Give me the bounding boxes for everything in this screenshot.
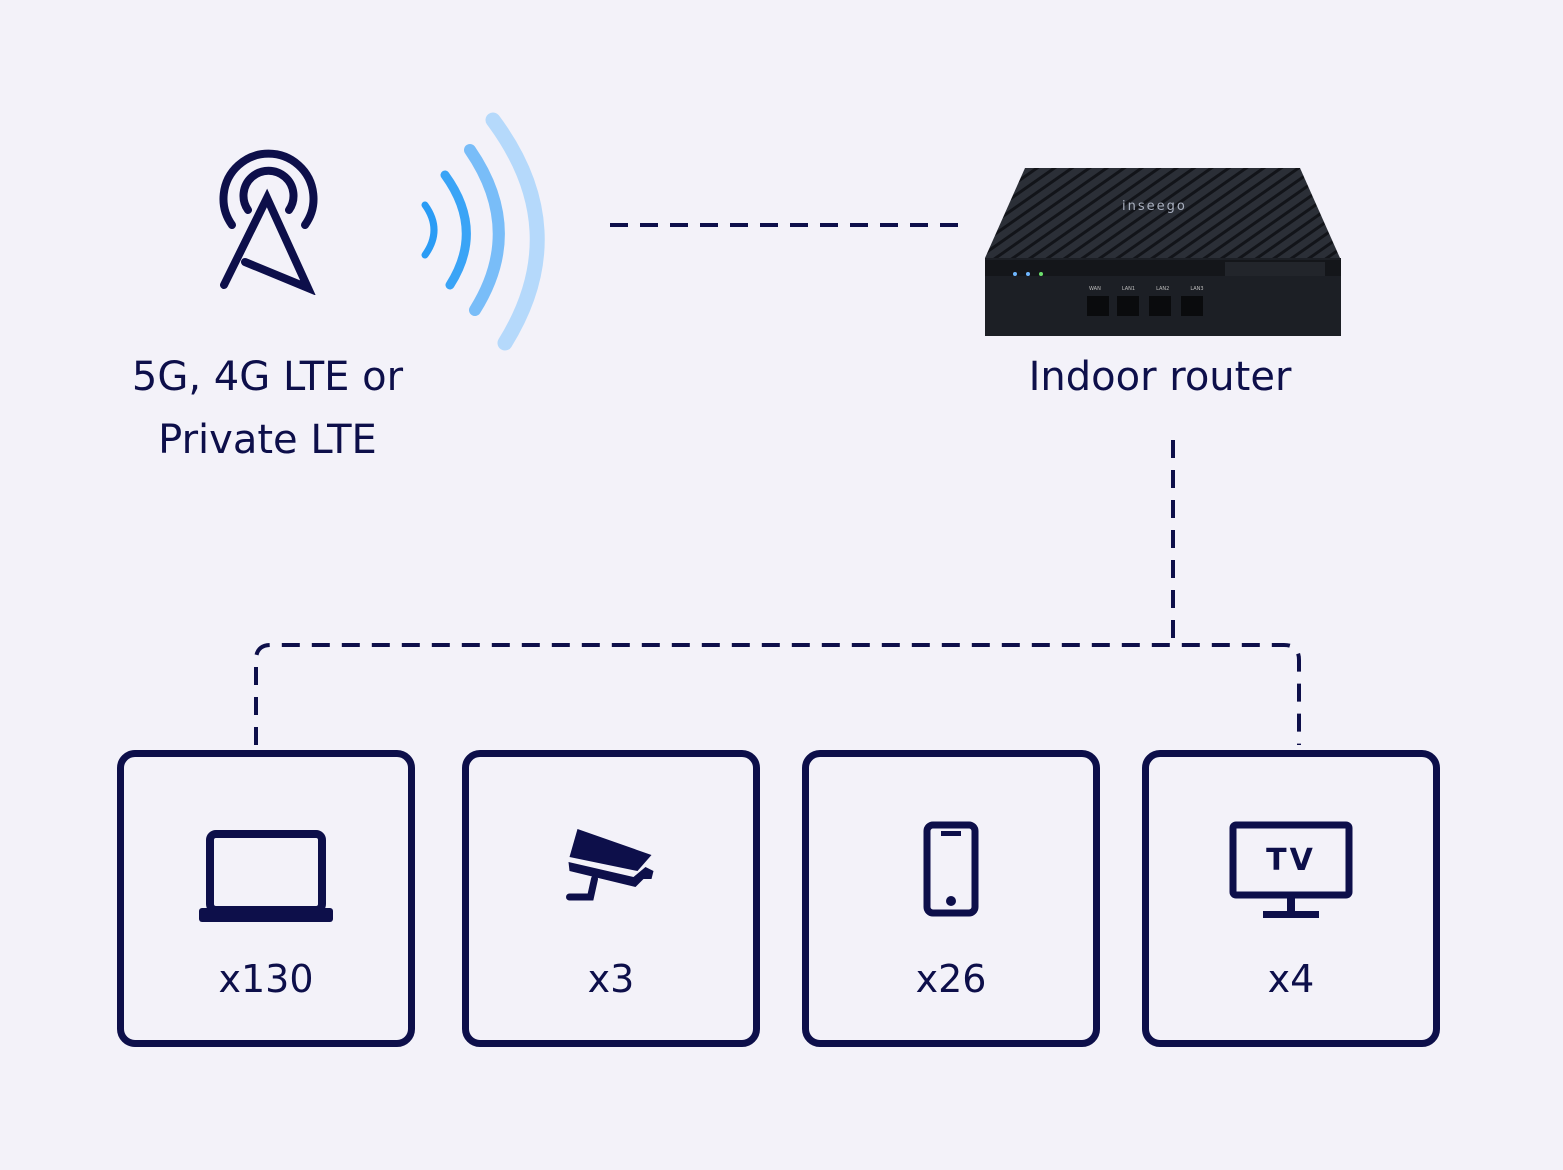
device-count: x26 <box>915 957 987 1001</box>
device-card-tv: TV x4 <box>1142 750 1440 1047</box>
router-label: Indoor router <box>1028 354 1292 400</box>
laptop-icon <box>199 830 333 922</box>
tv-icon-text: TV <box>1266 843 1316 878</box>
device-card-camera: x3 <box>462 750 760 1047</box>
cell-tower-icon <box>219 149 318 295</box>
device-bus-line <box>254 643 1301 745</box>
port-label: LAN2 <box>1156 286 1170 292</box>
device-count: x4 <box>1267 957 1315 1001</box>
signal-waves-icon <box>421 112 545 351</box>
source-label-line1: 5G, 4G LTE or <box>131 354 404 400</box>
source-label-line2: Private LTE <box>158 417 377 463</box>
device-card-phone: x26 <box>802 750 1100 1047</box>
router-image: inseego WAN LAN1 LAN2 LAN3 <box>985 166 1341 336</box>
device-count: x3 <box>587 957 635 1001</box>
security-camera-icon <box>566 829 654 901</box>
device-card-laptop: x130 <box>117 750 415 1047</box>
port-label: WAN <box>1089 286 1101 292</box>
tv-icon <box>1229 821 1353 918</box>
router-brand-logo: inseego <box>1122 199 1187 214</box>
source-label: 5G, 4G LTE or Private LTE <box>100 346 435 472</box>
router-port-labels: WAN LAN1 LAN2 LAN3 <box>1089 286 1204 292</box>
device-count: x130 <box>218 957 314 1001</box>
port-label: LAN3 <box>1190 286 1204 292</box>
smartphone-icon <box>923 821 979 917</box>
port-label: LAN1 <box>1121 286 1136 292</box>
